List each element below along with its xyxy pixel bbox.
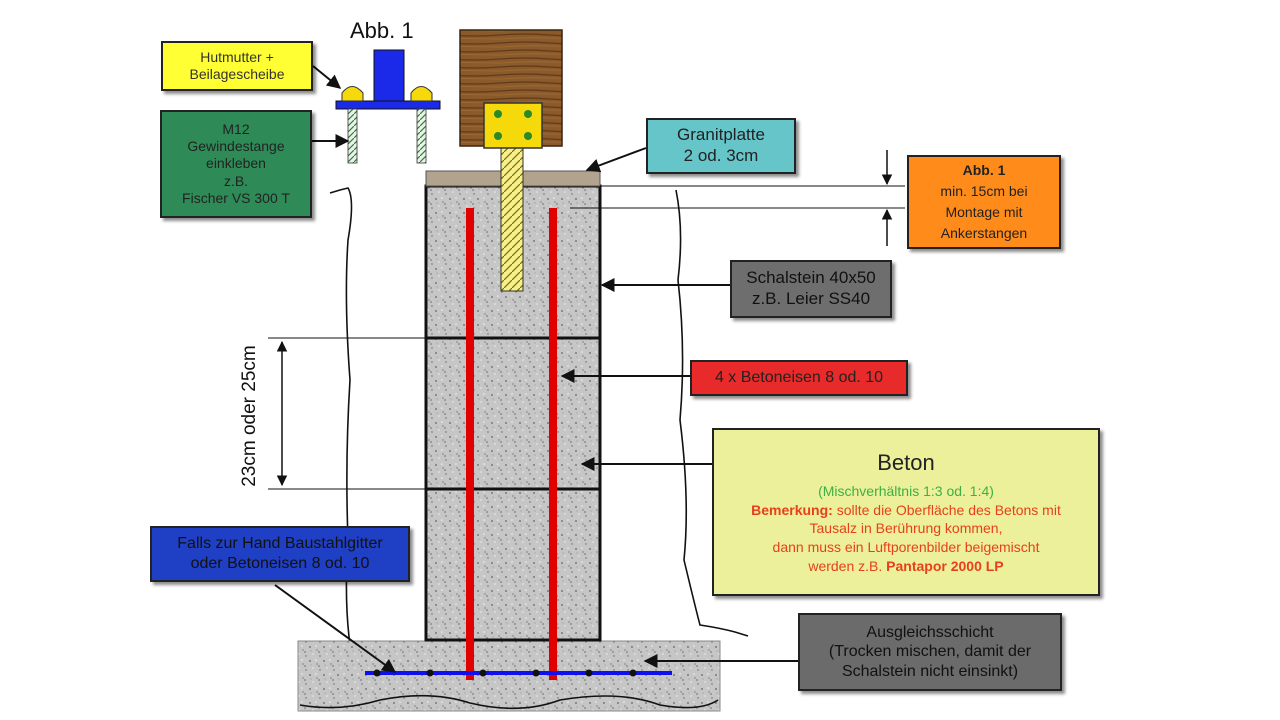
abb1-note-line-2: Montage mit <box>945 204 1023 220</box>
beton-mix-ratio: (Mischverhältnis 1:3 od. 1:4) <box>818 482 994 499</box>
figure-title: Abb. 1 <box>350 18 414 43</box>
rebar-left <box>466 208 474 680</box>
arrow-granitplatte <box>585 147 647 173</box>
post-bracket <box>483 102 543 149</box>
m12-line-5: Fischer VS 300 T <box>182 189 290 206</box>
hutmutter-line-1: Hutmutter + <box>200 48 274 65</box>
beton-title: Beton <box>877 449 935 475</box>
detail-bracket <box>373 49 405 103</box>
leader-arrows <box>274 65 798 673</box>
mesh-nodes <box>373 669 637 677</box>
falls-line-2: oder Betoneisen 8 od. 10 <box>190 555 370 572</box>
cap-nut-right <box>410 86 433 102</box>
label-m12: M12 Gewindestange einkleben z.B. Fischer… <box>160 110 312 218</box>
label-beton: Beton (Mischverhältnis 1:3 od. 1:4) Beme… <box>712 428 1100 596</box>
beton-product-name: Pantapor 2000 LP <box>886 558 1004 575</box>
dimension-label: 23cm oder 25cm <box>239 345 260 487</box>
m12-line-1: M12 <box>222 121 250 138</box>
hutmutter-line-2: Beilagescheibe <box>189 66 285 82</box>
dimension-block-height <box>268 337 426 490</box>
detail-baseplate <box>335 100 441 110</box>
m12-line-4: z.B. <box>223 172 249 189</box>
m12-line-3: einkleben <box>206 155 266 172</box>
beton-remark-text-1: sollte die Oberfläche des Betons mit <box>832 501 1061 518</box>
detail-rod-right <box>416 108 427 164</box>
soil-line-right <box>675 189 749 637</box>
label-hutmutter: Hutmutter + Beilagescheibe <box>161 41 313 91</box>
arrow-hutmutter <box>312 65 342 89</box>
ausgleich-line-2: (Trocken mischen, damit der <box>828 643 1032 661</box>
soil-line-bottom <box>299 694 719 710</box>
beton-remark-label: Bemerkung: <box>751 501 833 518</box>
ausgleich-line-3: Schalstein nicht einsinkt) <box>841 662 1019 680</box>
beton-remark-line-4: werden z.B. Pantapor 2000 LP <box>808 557 1003 576</box>
label-falls: Falls zur Hand Baustahlgitter oder Beton… <box>150 526 410 582</box>
falls-line-1: Falls zur Hand Baustahlgitter <box>177 535 383 553</box>
beton-remark-line-1: Bemerkung: sollte die Oberfläche des Bet… <box>751 501 1061 520</box>
granitplatte-line-2: 2 od. 3cm <box>683 146 759 165</box>
label-ausgleichsschicht: Ausgleichsschicht (Trocken mischen, dami… <box>798 613 1062 691</box>
abb1-note-line-1: min. 15cm bei <box>940 183 1028 199</box>
bracket-bolts <box>494 110 532 140</box>
anchor-detail-figure <box>335 49 441 164</box>
granitplatte-line-1: Granitplatte <box>677 125 765 145</box>
ausgleich-line-1: Ausgleichsschicht <box>866 623 994 641</box>
betoneisen-text: 4 x Betoneisen 8 od. 10 <box>714 369 884 387</box>
label-abb1-note: Abb. 1 min. 15cm bei Montage mit Ankerst… <box>907 155 1061 249</box>
rebar-right <box>549 208 557 680</box>
dimension-anchor-depth <box>570 150 905 246</box>
beton-remark-prefix: werden z.B. <box>808 558 887 575</box>
label-schalstein: Schalstein 40x50 z.B. Leier SS40 <box>730 260 892 318</box>
arrow-falls <box>274 584 397 673</box>
abb1-note-line-3: Ankerstangen <box>940 225 1028 241</box>
schalstein-line-2: z.B. Leier SS40 <box>751 289 871 308</box>
m12-line-2: Gewindestange <box>187 138 285 155</box>
cap-nut-left <box>341 86 364 102</box>
beton-remark-line-3: dann muss ein Luftporenbilder beigemisch… <box>772 539 1040 556</box>
label-granitplatte: Granitplatte 2 od. 3cm <box>646 118 796 174</box>
leveling-layer <box>297 640 721 712</box>
label-betoneisen: 4 x Betoneisen 8 od. 10 <box>690 360 908 396</box>
detail-rod-left <box>347 108 358 164</box>
anchor-rod <box>500 147 524 292</box>
beton-remark-line-2: Tausalz in Berührung kommen, <box>809 520 1003 537</box>
abb1-note-heading: Abb. 1 <box>962 162 1006 178</box>
schalstein-line-1: Schalstein 40x50 <box>746 268 876 288</box>
